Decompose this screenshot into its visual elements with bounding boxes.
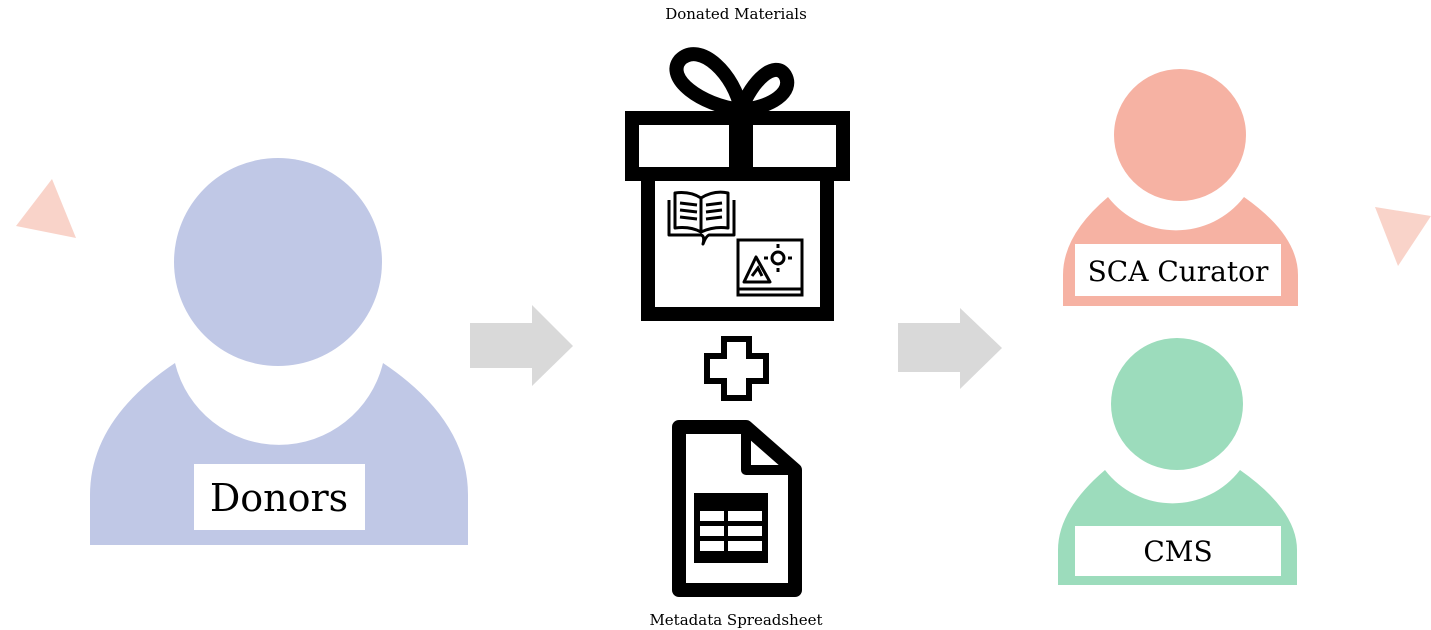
right-decorative-triangle <box>1375 207 1431 266</box>
arrow-materials-to-recipients <box>898 308 1002 389</box>
left-decorative-triangle <box>16 179 76 238</box>
donated-materials-caption: Donated Materials <box>665 5 807 23</box>
cms-person-icon: CMS <box>1058 338 1297 585</box>
open-book-icon <box>667 190 736 246</box>
plus-icon <box>704 336 769 401</box>
sca-curator-label-box <box>1075 244 1281 296</box>
cms-label-box <box>1075 526 1281 576</box>
picture-icon <box>736 238 804 297</box>
sca-curator-person-icon: SCA Curator <box>1063 69 1298 306</box>
donors-label-box <box>194 464 365 530</box>
spreadsheet-document-icon <box>672 420 802 597</box>
arrow-donors-to-materials <box>470 305 573 386</box>
donors-person-icon: Donors <box>90 158 468 545</box>
gift-box-icon <box>625 47 850 321</box>
metadata-spreadsheet-caption: Metadata Spreadsheet <box>649 611 822 629</box>
donors-label: Donors <box>210 476 348 520</box>
sca-curator-label: SCA Curator <box>1088 255 1269 288</box>
cms-label: CMS <box>1143 535 1212 568</box>
